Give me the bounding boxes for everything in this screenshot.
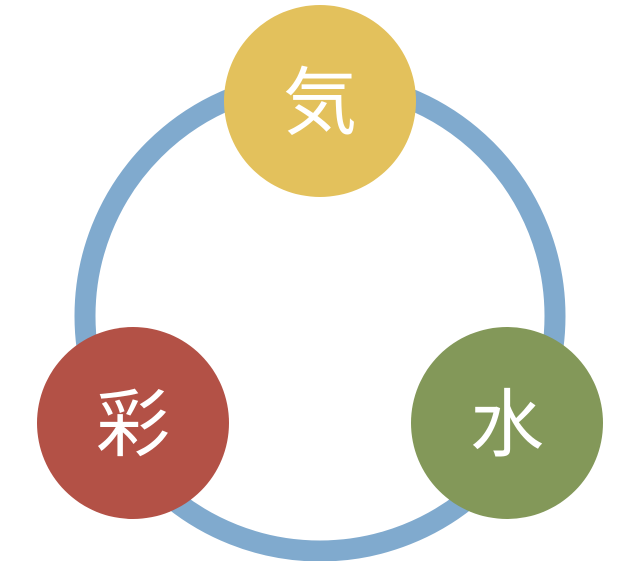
node-sai: 彩 [37, 327, 229, 519]
node-mizu: 水 [411, 327, 603, 519]
node-sai-label: 彩 [96, 382, 170, 468]
node-sai-circle [37, 327, 229, 519]
node-ki-label: 気 [283, 60, 357, 146]
node-mizu-label: 水 [470, 382, 544, 468]
node-ki-circle [224, 5, 416, 197]
node-mizu-circle [411, 327, 603, 519]
node-ki: 気 [224, 5, 416, 197]
